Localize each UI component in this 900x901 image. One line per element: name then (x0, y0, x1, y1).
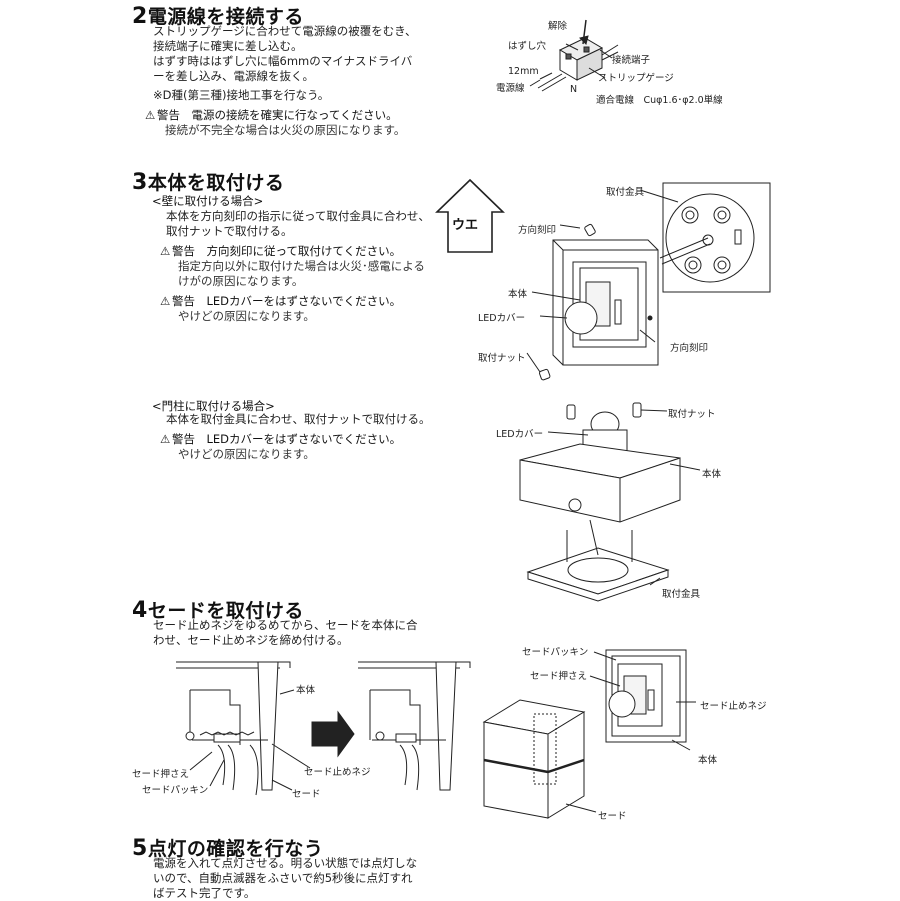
step2-warning-title: 警告 電源の接続を確実に行なってください。 (157, 108, 398, 122)
label-shade-body: 本体 (296, 682, 315, 696)
step2-line: ーを差し込み、電源線を抜く。 (153, 69, 416, 84)
step3-post-warning: ⚠警告 LEDカバーをはずさないでください。 やけどの原因になります。 (160, 432, 401, 462)
label-body-2: 本体 (702, 466, 721, 480)
label-shade-right: セード (598, 808, 627, 822)
warning-body: やけどの原因になります。 (160, 309, 401, 324)
warning-icon: ⚠ (160, 294, 172, 309)
step3-heading: 3本体を取付ける (132, 168, 284, 195)
step5-line: ばテスト完了です。 (153, 886, 417, 901)
step3-title: 本体を取付ける (148, 172, 285, 194)
step3-wall-warning1: ⚠警告 方向刻印に従って取付けてください。 指定方向以外に取付けた場合は火災･感… (160, 244, 425, 289)
step3-wall-text: 本体を方向刻印の指示に従って取付金具に合わせ、 取付ナットで取付ける。 (166, 209, 430, 239)
warning-icon: ⚠ (160, 432, 172, 447)
warning-body: 指定方向以外に取付けた場合は火災･感電による (160, 259, 425, 274)
step2-line: ストリップゲージに合わせて電源線の被覆をむき、 (153, 24, 416, 39)
label-release: 解除 (548, 18, 567, 32)
label-n: N (570, 84, 577, 95)
warning-title: 警告 方向刻印に従って取付けてください。 (172, 244, 401, 258)
step4-line: セード止めネジをゆるめてから、セードを本体に合 (153, 618, 418, 633)
label-release-hole: はずし穴 (508, 38, 546, 52)
step3-wall-line: 取付ナットで取付ける。 (166, 224, 430, 239)
label-nut-2: 取付ナット (668, 406, 716, 420)
label-bracket: 取付金具 (606, 184, 644, 198)
step2-note: ※D種(第三種)接地工事を行なう。 (153, 88, 329, 103)
label-direction-mark: 方向刻印 (518, 222, 556, 236)
step2-warning-body: 接続が不完全な場合は火災の原因になります。 (145, 123, 405, 138)
label-packing-right: セードパッキン (522, 644, 588, 658)
warning-body: けがの原因になります。 (160, 274, 425, 289)
label-led-cover: LEDカバー (478, 310, 525, 324)
label-holder-right: セード押さえ (530, 668, 587, 682)
label-power-line: 電源線 (496, 80, 525, 94)
label-shade-screw: セード止めネジ (304, 764, 371, 778)
label-body-right: 本体 (698, 752, 717, 766)
step3-number: 3 (132, 170, 148, 195)
step2-text: ストリップゲージに合わせて電源線の被覆をむき、 接続端子に確実に差し込む。 はず… (153, 24, 416, 84)
direction-arrow-text: ウエ (452, 214, 478, 233)
warning-icon: ⚠ (145, 108, 157, 123)
label-length: 12mm (508, 66, 539, 77)
label-led-cover-2: LEDカバー (496, 426, 543, 440)
warning-icon: ⚠ (160, 244, 172, 259)
step2-warning: ⚠警告 電源の接続を確実に行なってください。 接続が不完全な場合は火災の原因にな… (145, 108, 405, 138)
step5-line: いので、自動点滅器をふさいで約5秒後に点灯すれ (153, 871, 417, 886)
step4-number: 4 (132, 598, 148, 623)
step4-line: わせ、セード止めネジを締め付ける。 (153, 633, 418, 648)
step5-line: 電源を入れて点灯させる。明るい状態では点灯しな (153, 856, 417, 871)
step2-number: 2 (132, 4, 148, 29)
step4-text: セード止めネジをゆるめてから、セードを本体に合 わせ、セード止めネジを締め付ける… (153, 618, 418, 648)
label-shade-holder: セード押さえ (132, 766, 189, 780)
label-shade-packing: セードパッキン (142, 782, 208, 796)
label-bracket-2: 取付金具 (662, 586, 700, 600)
step2-line: 接続端子に確実に差し込む。 (153, 39, 416, 54)
step3-post-text: 本体を取付金具に合わせ、取付ナットで取付ける。 (166, 412, 431, 427)
label-nut: 取付ナット (478, 350, 526, 364)
label-wire-spec: 適合電線 Cuφ1.6･φ2.0単線 (596, 92, 723, 106)
label-strip-gauge: ストリップゲージ (598, 70, 674, 84)
label-body: 本体 (508, 286, 527, 300)
warning-title: 警告 LEDカバーをはずさないでください。 (172, 294, 401, 308)
step5-number: 5 (132, 836, 148, 861)
label-screw-right: セード止めネジ (700, 698, 767, 712)
label-direction-mark-2: 方向刻印 (670, 340, 708, 354)
label-shade: セード (292, 786, 321, 800)
step3-wall-warning2: ⚠警告 LEDカバーをはずさないでください。 やけどの原因になります。 (160, 294, 401, 324)
warning-body: やけどの原因になります。 (160, 447, 401, 462)
step5-text: 電源を入れて点灯させる。明るい状態では点灯しな いので、自動点滅器をふさいで約5… (153, 856, 417, 901)
step3-wall-heading: <壁に取付ける場合> (152, 193, 263, 209)
label-terminal: 接続端子 (612, 52, 650, 66)
step3-wall-line: 本体を方向刻印の指示に従って取付金具に合わせ、 (166, 209, 430, 224)
step2-line: はずす時ははずし穴に幅6mmのマイナスドライバ (153, 54, 416, 69)
warning-title: 警告 LEDカバーをはずさないでください。 (172, 432, 401, 446)
